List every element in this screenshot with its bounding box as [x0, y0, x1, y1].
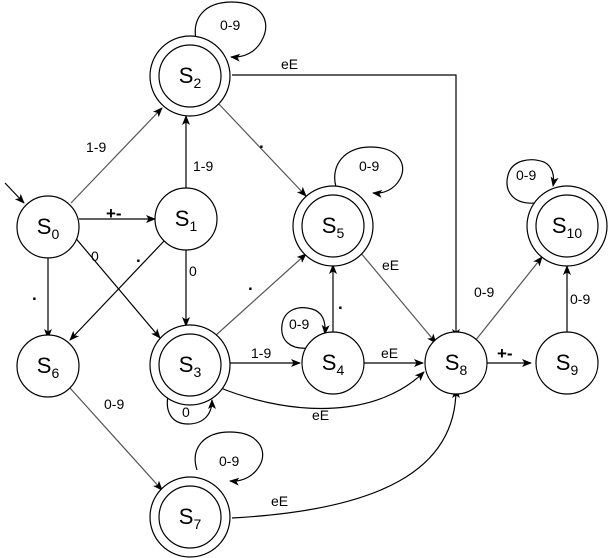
- state-s8: S8: [424, 331, 488, 395]
- edge-s7-self: [194, 431, 264, 486]
- edge-s8-s10: [474, 256, 543, 342]
- label-s8-s10: 0-9: [474, 284, 494, 300]
- label-s3-s8: eE: [312, 407, 329, 423]
- label-s2-self: 0-9: [220, 17, 240, 33]
- states: S0 S1 S2 S3 S4 S5 S6: [16, 35, 608, 558]
- state-s5: S5: [292, 185, 374, 267]
- label-s8-s9: +-: [497, 344, 513, 363]
- label-s6-s7: 0-9: [104, 396, 124, 412]
- label-s0-s6: .: [32, 285, 37, 304]
- label-s5-self: 0-9: [359, 158, 379, 174]
- edge-s3-s5: [214, 253, 307, 337]
- label-s0-s1: +-: [106, 204, 122, 223]
- edge-s2-s5: [216, 101, 307, 197]
- state-label: S7: [179, 504, 202, 532]
- label-s1-s6: .: [136, 247, 141, 266]
- state-label: S1: [175, 206, 198, 234]
- state-label: S10: [552, 213, 582, 241]
- edge-s0-s2: [70, 107, 163, 204]
- label-s4-s5: .: [338, 294, 343, 313]
- label-s4-self: 0-9: [289, 316, 309, 332]
- edge-s4-self: [281, 307, 330, 349]
- transition-labels: 0-9 eE 1-9 1-9 . 0-9 +- 0 . 0 . eE . . 0…: [32, 17, 590, 509]
- state-label: S3: [179, 352, 202, 380]
- state-s1: S1: [154, 187, 218, 251]
- state-s3: S3: [149, 324, 231, 406]
- state-label: S5: [322, 213, 345, 241]
- label-s0-s2: 1-9: [86, 139, 106, 155]
- label-s3-s5: .: [248, 275, 253, 294]
- state-s10: S10: [526, 185, 608, 267]
- edge-s0-s3: [72, 234, 161, 339]
- label-s1-s3: 0: [189, 263, 197, 279]
- label-s9-s10: 0-9: [570, 291, 590, 307]
- edge-s5-s8: [359, 251, 437, 344]
- label-s7-s8: eE: [271, 493, 288, 509]
- edge-s6-s7: [69, 387, 163, 491]
- edge-s3-self: [166, 395, 216, 425]
- transitions: [4, 1, 571, 519]
- label-s5-s8: eE: [382, 257, 399, 273]
- state-label: S0: [37, 214, 60, 242]
- edge-s2-s8: [232, 74, 460, 339]
- state-s7: S7: [149, 476, 231, 558]
- start-arrow: [4, 182, 25, 204]
- state-s2: S2: [149, 35, 231, 117]
- edge-s5-self: [334, 146, 404, 198]
- state-label: S6: [37, 353, 60, 381]
- state-label: S2: [179, 63, 202, 91]
- state-label: S8: [445, 350, 468, 378]
- label-s0-s3: 0: [91, 248, 99, 264]
- label-s1-s2: 1-9: [193, 158, 213, 174]
- state-label: S9: [556, 350, 579, 378]
- edge-s3-s8: [217, 371, 425, 410]
- state-label: S4: [322, 350, 345, 378]
- label-s4-s8: eE: [381, 345, 398, 361]
- edge-s10-self: [506, 159, 559, 204]
- edge-s1-s6: [69, 239, 166, 341]
- state-s0: S0: [16, 195, 80, 259]
- state-s9: S9: [535, 331, 599, 395]
- edge-s2-self: [194, 1, 267, 62]
- label-s3-self: 0: [182, 404, 190, 420]
- label-s2-s5: .: [259, 133, 264, 152]
- label-s2-s8: eE: [281, 56, 298, 72]
- label-s7-self: 0-9: [219, 453, 239, 469]
- label-s10-self: 0-9: [516, 167, 536, 183]
- state-s4: S4: [301, 331, 365, 395]
- state-s6: S6: [16, 334, 80, 398]
- edge-s7-s8: [231, 388, 460, 519]
- label-s3-s4: 1-9: [251, 345, 271, 361]
